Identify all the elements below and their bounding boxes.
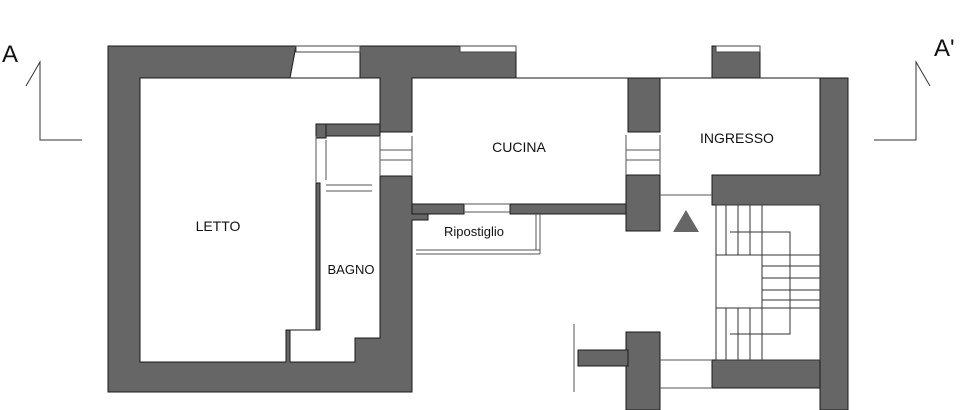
wall-structure (107, 45, 849, 410)
section-label-left: A (2, 41, 18, 68)
wall-mass (107, 45, 849, 410)
stair-direction-icon (673, 210, 699, 232)
section-cut-right (874, 60, 931, 141)
wall-lower-center (625, 331, 661, 410)
section-label-right: A' (934, 35, 955, 62)
staircase (715, 204, 821, 361)
wall-cucina-left (411, 203, 465, 215)
wall-pillar-center (625, 174, 661, 232)
wall-lower-shelf (577, 349, 629, 367)
room-label-ripostiglio: Ripostiglio (444, 224, 504, 239)
windows (295, 45, 761, 53)
wall-cucina-right (509, 203, 629, 215)
window-cucina (459, 45, 517, 53)
wall-lower-right (711, 359, 821, 389)
room-label-letto: LETTO (196, 218, 241, 234)
window-letto (295, 45, 361, 53)
room-label-cucina: CUCINA (492, 139, 546, 155)
wall-stub-bagno-post (315, 123, 327, 139)
room-label-bagno: BAGNO (328, 262, 375, 277)
window-ingresso (715, 45, 761, 53)
section-cut-left (25, 60, 82, 141)
room-label-ingresso: INGRESSO (700, 130, 774, 146)
